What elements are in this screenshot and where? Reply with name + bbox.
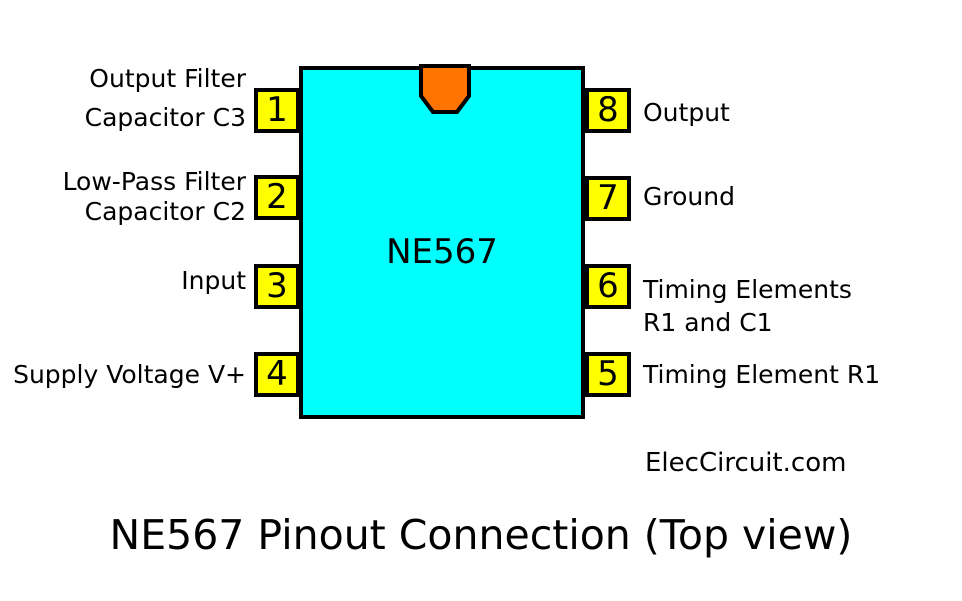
pin-3: 3 (254, 264, 300, 309)
ic-name: NE567 (386, 232, 498, 272)
pin-4: 4 (254, 352, 300, 397)
pin-2-label: Low-Pass Filter Capacitor C2 (62, 167, 246, 226)
pin-1-label: Output Filter Capacitor C3 (84, 64, 246, 132)
ic-body (299, 66, 585, 419)
watermark-text: ElecCircuit.com (645, 448, 847, 478)
pin-8: 8 (585, 88, 631, 133)
pin-5: 5 (585, 352, 631, 397)
pin-8-label: Output (643, 98, 730, 127)
pin-6: 6 (585, 264, 631, 309)
pin-5-label: Timing Element R1 (643, 360, 881, 389)
pin-6-label: Timing Elements R1 and C1 (643, 275, 852, 337)
pin-1: 1 (254, 88, 300, 133)
pin-4-label: Supply Voltage V+ (13, 360, 246, 389)
pin-3-label: Input (181, 266, 246, 295)
notch-icon (419, 64, 471, 114)
pin-7-label: Ground (643, 182, 735, 211)
pin-7: 7 (585, 176, 631, 221)
pin-2: 2 (254, 175, 300, 220)
diagram-title: NE567 Pinout Connection (Top view) (109, 511, 853, 559)
